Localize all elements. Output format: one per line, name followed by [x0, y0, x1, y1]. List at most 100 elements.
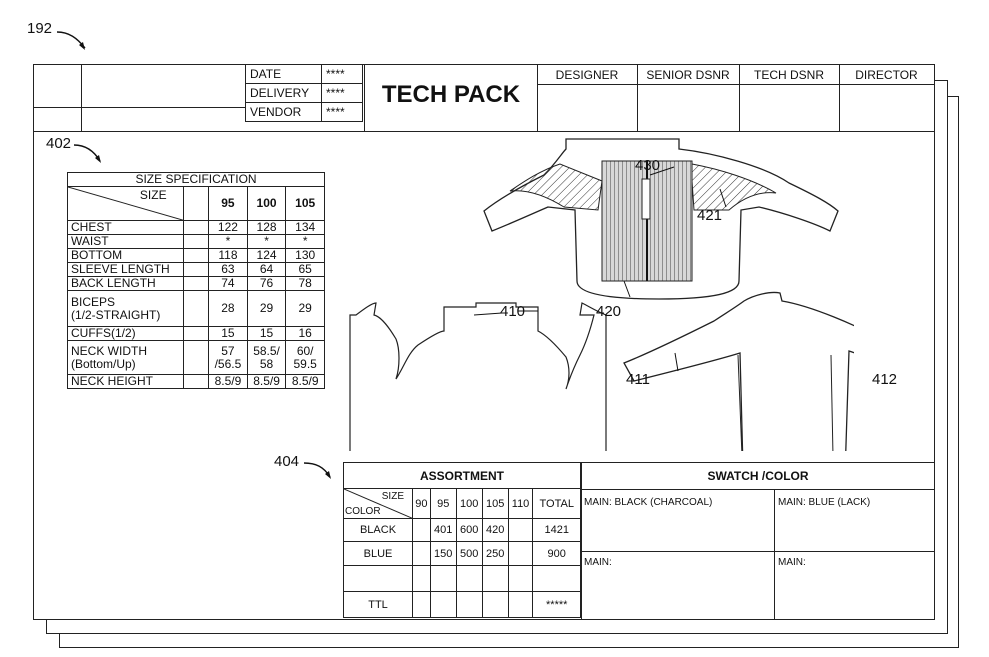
- assortment-row-total: TTL *****: [343, 591, 581, 618]
- header-bar: DATE**** DELIVERY**** VENDOR**** TECH PA…: [34, 64, 934, 132]
- swatch-panel: SWATCH /COLOR MAIN: BLACK (CHARCOAL) MAI…: [581, 462, 934, 619]
- spec-row-neck-width: NECK WIDTH(Bottom/Up) 57/56.5 58.5/58 60…: [67, 340, 325, 375]
- role-designer: DESIGNER: [555, 68, 619, 82]
- spec-row-label: BOTTOM: [67, 248, 184, 263]
- assortment-cell: [507, 565, 534, 592]
- swatch-cell-empty-2: MAIN:: [778, 557, 806, 568]
- jacket-back-drawing: [623, 291, 854, 451]
- spec-cell: 16: [285, 326, 325, 341]
- assortment-cell: [412, 518, 431, 542]
- spec-cell: *: [246, 234, 287, 249]
- spec-cell: 29: [246, 290, 287, 327]
- spec-cell: 130: [285, 248, 325, 263]
- spec-row-label: WAIST: [67, 234, 184, 249]
- spec-cell: 128: [246, 220, 287, 235]
- assortment-cell: [481, 565, 509, 592]
- spec-cell: 58.5/58: [246, 340, 287, 375]
- tech-pack-sheet: DATE**** DELIVERY**** VENDOR**** TECH PA…: [33, 64, 935, 620]
- callout-411: 411: [626, 371, 650, 388]
- size-spec-ref-arrow: [73, 144, 101, 163]
- spec-cell: 57/56.5: [208, 340, 248, 375]
- vendor-value: ****: [321, 102, 363, 122]
- size-spec-table: SIZE SPECIFICATION SIZE 95 100 105 CHEST…: [67, 172, 325, 389]
- assortment-color-label: COLOR: [345, 506, 381, 517]
- assortment-row-empty: [343, 565, 581, 592]
- signoff-grid: DESIGNER SENIOR DSNR TECH DSNR DIRECTOR: [537, 65, 934, 131]
- spec-cell: 76: [246, 276, 287, 291]
- swatch-cell-blue: MAIN: BLUE (LACK): [778, 497, 871, 508]
- size-spec-ref-label: 402: [46, 135, 72, 152]
- assortment-diagonal-header: SIZE COLOR: [343, 488, 414, 519]
- assortment-cell: 600: [455, 518, 483, 542]
- spec-cell: 8.5/9: [208, 374, 248, 389]
- vendor-label: VENDOR: [245, 102, 322, 122]
- page-title: TECH PACK: [381, 81, 521, 108]
- callout-420: 420: [596, 303, 622, 320]
- spec-cell: 8.5/9: [246, 374, 287, 389]
- spec-cell: *: [285, 234, 325, 249]
- spec-cell: 134: [285, 220, 325, 235]
- assortment-size-label: SIZE: [381, 491, 404, 502]
- spec-cell: 124: [246, 248, 287, 263]
- spec-cell: 65: [285, 262, 325, 277]
- assortment-table: ASSORTMENT SIZE COLOR 90 95 100 105 110 …: [343, 462, 581, 618]
- size-header-label: SIZE: [139, 188, 167, 202]
- callout-421: 421: [697, 207, 723, 224]
- assortment-ref-arrow: [303, 462, 331, 479]
- size-spec-title: SIZE SPECIFICATION: [67, 172, 325, 187]
- swatch-cell-empty-1: MAIN:: [584, 557, 612, 568]
- assortment-size-col: 100: [455, 488, 483, 519]
- assortment-cell: 401: [429, 518, 457, 542]
- assortment-total-col: TOTAL: [532, 488, 581, 519]
- garment-drawings: [349, 138, 854, 451]
- spec-row-label: BACK LENGTH: [67, 276, 184, 291]
- assortment-total: 1421: [532, 518, 581, 542]
- assortment-cell: [481, 591, 509, 618]
- assortment-cell: [429, 565, 457, 592]
- spec-cell: 60/59.5: [285, 340, 325, 375]
- spec-cell: 29: [285, 290, 325, 327]
- jacket-front-drawing: [483, 138, 839, 300]
- assortment-cell: [507, 541, 534, 566]
- assortment-ref-label: 404: [274, 453, 300, 470]
- spec-row-label: BICEPS(1/2-STRAIGHT): [67, 290, 184, 327]
- size-col-105: 105: [285, 186, 325, 221]
- callout-410: 410: [500, 303, 526, 320]
- swatch-title: SWATCH /COLOR: [582, 463, 934, 490]
- callout-412: 412: [872, 371, 898, 388]
- spec-row-waist: WAIST***: [67, 234, 325, 249]
- callout-410-leader: [474, 312, 503, 316]
- delivery-value: ****: [321, 83, 363, 103]
- spec-row-label: CUFFS(1/2): [67, 326, 184, 341]
- assortment-color: BLACK: [343, 518, 413, 542]
- assortment-title: ASSORTMENT: [343, 462, 581, 489]
- spec-cell: *: [208, 234, 248, 249]
- assortment-cell: [455, 565, 483, 592]
- role-tech-designer: TECH DSNR: [753, 68, 824, 82]
- size-diagonal-header: SIZE: [67, 186, 186, 221]
- delivery-label: DELIVERY: [245, 83, 322, 103]
- spec-cell: 63: [208, 262, 248, 277]
- assortment-total: 900: [532, 541, 581, 566]
- assortment-cell: [429, 591, 457, 618]
- role-director: DIRECTOR: [855, 68, 918, 82]
- assortment-cell: [412, 591, 431, 618]
- assortment-size-col: 110: [507, 488, 534, 519]
- spec-row-label: NECK WIDTH(Bottom/Up): [67, 340, 184, 375]
- date-label: DATE: [245, 64, 322, 84]
- spec-cell: 64: [246, 262, 287, 277]
- spec-row-label: NECK HEIGHT: [67, 374, 184, 389]
- assortment-color: [343, 565, 413, 592]
- spec-cell: 122: [208, 220, 248, 235]
- assortment-cell: [412, 565, 431, 592]
- callout-430: 430: [635, 157, 661, 174]
- spec-cell: 118: [208, 248, 248, 263]
- assortment-total: [532, 565, 581, 592]
- spec-cell: 15: [246, 326, 287, 341]
- assortment-cell: [412, 541, 431, 566]
- spec-cell: 15: [208, 326, 248, 341]
